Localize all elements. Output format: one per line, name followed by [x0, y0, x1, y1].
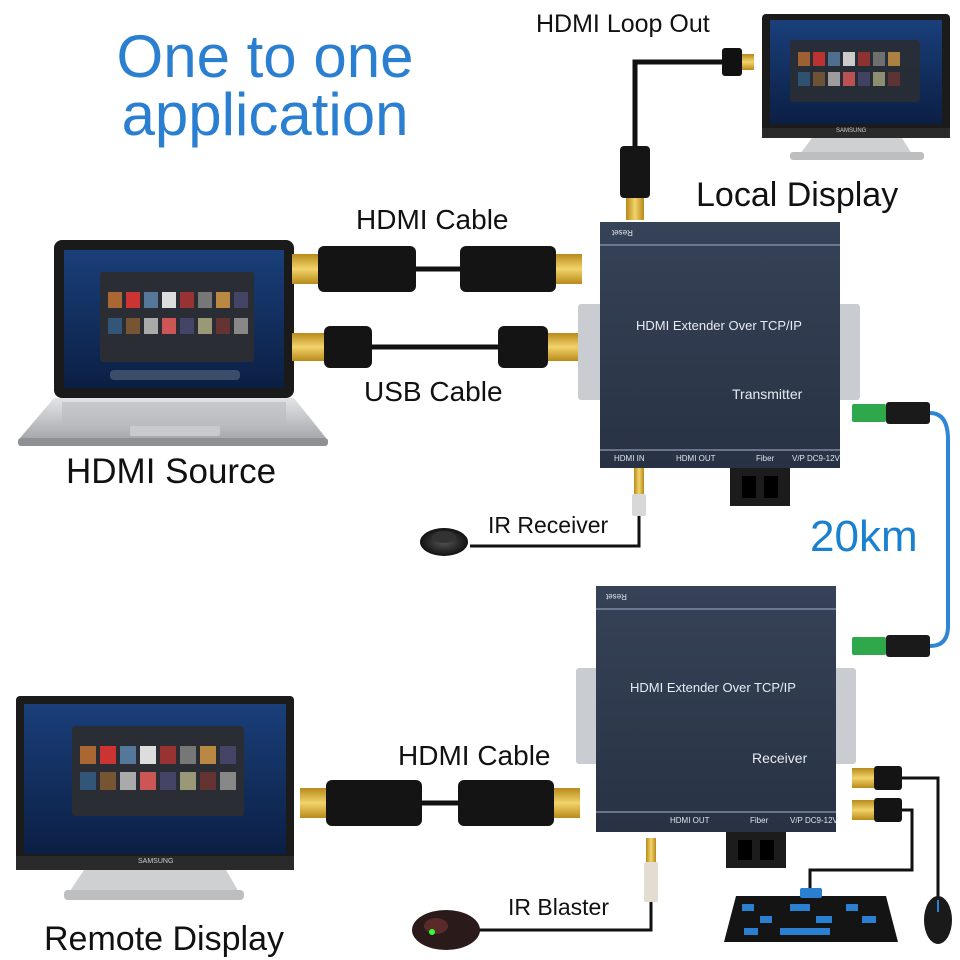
hdmi-cable-top	[292, 246, 582, 292]
keyboard	[724, 888, 898, 942]
ir-receiver-device	[420, 468, 646, 556]
receiver-role-label: Receiver	[752, 750, 808, 766]
transmitter-port-power: V/P DC9-12V	[792, 454, 840, 463]
receiver-product-label: HDMI Extender Over TCP/IP	[630, 680, 796, 695]
remote-display-label: Remote Display	[44, 920, 284, 958]
hdmi-source-label: HDMI Source	[66, 452, 277, 491]
usb-peripherals	[808, 766, 940, 900]
transmitter-port-hdmi-out: HDMI OUT	[676, 454, 716, 463]
transmitter-port-fiber: Fiber	[756, 454, 775, 463]
page-title: One to one application	[60, 23, 470, 148]
mouse	[924, 896, 952, 944]
usb-cable-label: USB Cable	[364, 376, 503, 407]
title-line-1: One to one	[116, 23, 414, 90]
hdmi-source-laptop	[18, 240, 328, 446]
ir-blaster-device	[412, 838, 658, 950]
hdmi-loop-out-cable	[620, 48, 754, 220]
receiver-port-hdmi-out: HDMI OUT	[670, 816, 710, 825]
local-display-label: Local Display	[696, 176, 899, 214]
receiver-reset-label: Reset	[606, 592, 627, 601]
ir-receiver-label: IR Receiver	[488, 512, 609, 538]
receiver-port-fiber: Fiber	[750, 816, 769, 825]
receiver-port-power: V/P DC9-12V	[790, 816, 838, 825]
transmitter-role-label: Transmitter	[732, 386, 803, 402]
usb-cable	[292, 326, 580, 368]
remote-display-brand: SAMSUNG	[138, 858, 174, 865]
hdmi-cable-bottom-label: HDMI Cable	[398, 740, 551, 771]
hdmi-loop-out-label: HDMI Loop Out	[536, 10, 710, 38]
distance-label: 20km	[810, 512, 918, 561]
transmitter-reset-label: Reset	[612, 228, 633, 237]
local-display-brand: SAMSUNG	[836, 128, 867, 134]
receiver-device	[576, 586, 856, 868]
hdmi-cable-bottom	[300, 780, 580, 826]
local-display-monitor	[762, 14, 950, 160]
fiber-cable	[852, 402, 950, 657]
ir-blaster-label: IR Blaster	[508, 894, 609, 920]
remote-display-monitor	[16, 696, 294, 900]
transmitter-device	[578, 222, 860, 506]
transmitter-product-label: HDMI Extender Over TCP/IP	[636, 318, 802, 333]
hdmi-cable-top-label: HDMI Cable	[356, 204, 509, 235]
transmitter-port-hdmi-in: HDMI IN	[614, 454, 645, 463]
title-line-2: application	[121, 81, 409, 148]
